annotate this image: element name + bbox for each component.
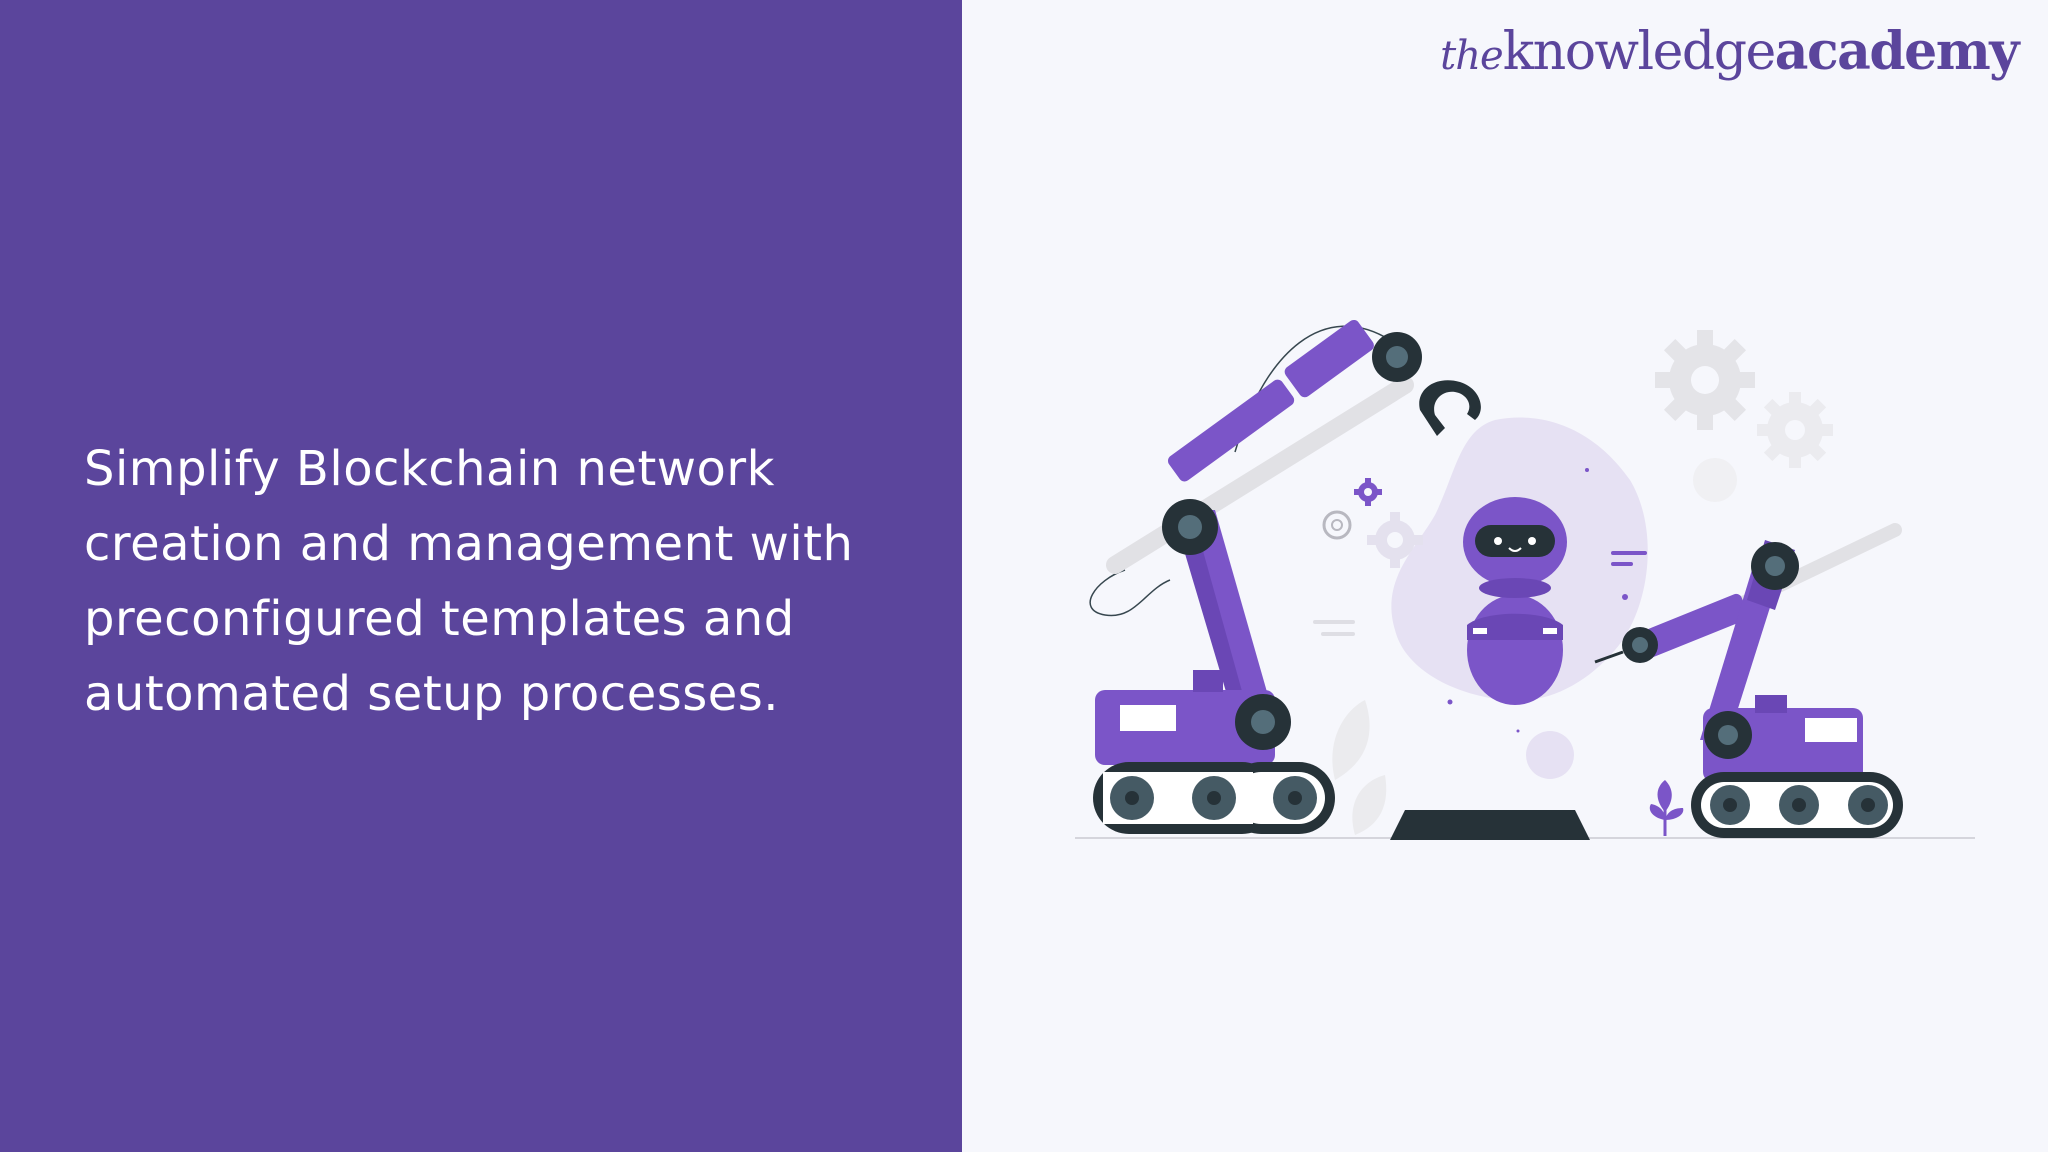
plant-icon xyxy=(1649,780,1684,836)
robot-arms-assembly-icon xyxy=(1075,319,1975,840)
floating-robot-icon xyxy=(1463,497,1567,705)
headline-line-4: automated setup processes. xyxy=(84,666,780,722)
brand-logo: theknowledgeacademy xyxy=(1440,26,2019,79)
right-robot-arm-icon xyxy=(1594,523,1903,838)
gear-cluster-icon xyxy=(1655,330,1833,502)
claw-icon xyxy=(1419,380,1481,436)
sparkle-dots-icon xyxy=(1447,468,1628,733)
logo-academy: academy xyxy=(1774,21,2020,82)
logo-knowledge: knowledge xyxy=(1502,22,1777,82)
dash-lines-icon xyxy=(1313,551,1647,636)
platform-icon xyxy=(1390,810,1590,840)
headline-line-1: Simplify Blockchain network xyxy=(84,441,775,497)
headline-line-3: preconfigured templates and xyxy=(84,591,795,647)
left-panel: Simplify Blockchain network creation and… xyxy=(0,0,962,1152)
slide-headline: Simplify Blockchain network creation and… xyxy=(84,432,924,732)
small-gears-icon xyxy=(1322,478,1423,568)
headline-line-2: creation and management with xyxy=(84,516,854,572)
left-robot-arm-icon xyxy=(1093,319,1422,834)
logo-the: the xyxy=(1440,33,1504,79)
left-track-extension-icon xyxy=(1103,762,1335,834)
leaf-icon xyxy=(1332,700,1387,835)
